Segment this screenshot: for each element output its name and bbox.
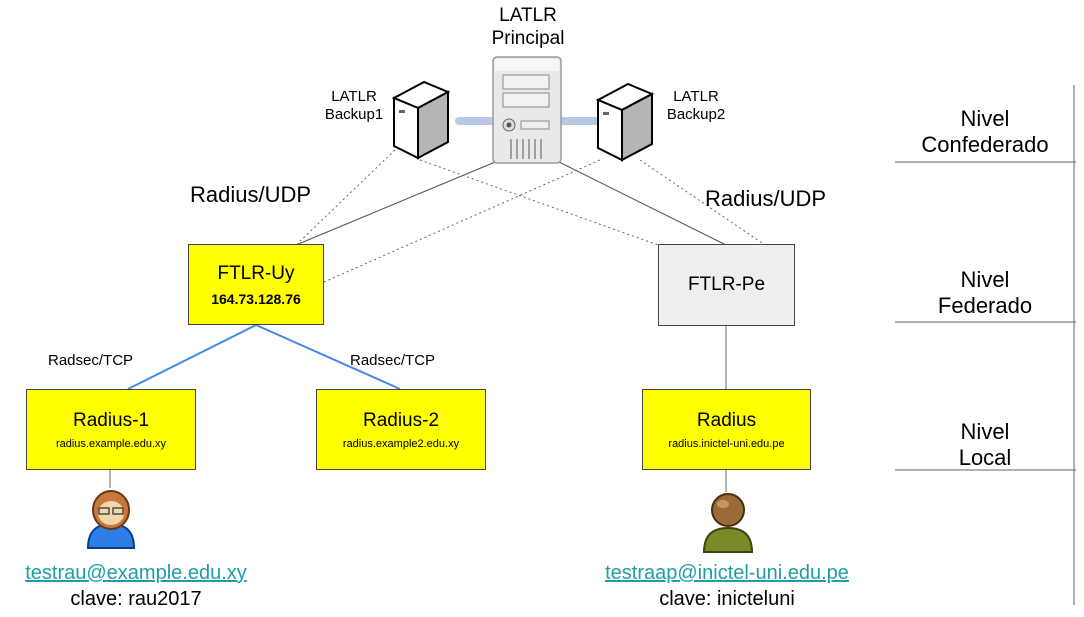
user-right-email-link[interactable]: testraap@inictel-uni.edu.pe — [605, 562, 849, 584]
level-confederado-label: Nivel Confederado — [905, 106, 1065, 159]
link-uy-radius1 — [127, 324, 257, 390]
level-confederado-line2: Confederado — [921, 132, 1049, 158]
principal-server-icon — [455, 56, 605, 164]
link-principal-pe — [554, 159, 727, 246]
backup1-label: LATLR Backup1 — [316, 88, 392, 124]
radius-2-host: radius.example2.edu.xy — [342, 437, 460, 450]
radius-1-name: Radius-1 — [72, 409, 150, 431]
backup2-label-line2: Backup2 — [666, 106, 726, 123]
radius-udp-right-label: Radius/UDP — [705, 186, 827, 211]
backup2-label: LATLR Backup2 — [658, 88, 734, 124]
radsec-tcp-left-label: Radsec/TCP — [48, 352, 134, 369]
link-principal-uy — [295, 159, 501, 246]
level-confederado-line1: Nivel — [960, 106, 1010, 131]
link-uy-radius2 — [255, 324, 401, 390]
ftlr-uy-node: FTLR-Uy 164.73.128.76 — [188, 244, 324, 325]
radius-2-name: Radius-2 — [362, 409, 440, 431]
radius-pe-host: radius.inictel-uni.edu.pe — [668, 437, 785, 450]
level-local-label: Nivel Local — [905, 419, 1065, 472]
radius-1-node: Radius-1 radius.example.edu.xy — [26, 389, 196, 470]
backup1-label-line1: LATLR — [331, 88, 377, 105]
ftlr-uy-ip: 164.73.128.76 — [211, 290, 301, 307]
ftlr-pe-name: FTLR-Pe — [687, 274, 766, 295]
radius-pe-name: Radius — [696, 409, 757, 431]
user-left-email-link[interactable]: testrau@example.edu.xy — [25, 562, 247, 584]
radius-1-host: radius.example.edu.xy — [55, 437, 167, 450]
backup1-label-line2: Backup1 — [324, 106, 384, 123]
level-federado-line1: Nivel — [960, 267, 1010, 292]
radius-udp-left-label: Radius/UDP — [190, 182, 312, 207]
user-right-icon — [702, 493, 754, 553]
principal-label: LATLR Principal — [470, 5, 586, 51]
link-backup2-pe — [639, 159, 766, 246]
principal-label-line2: Principal — [491, 27, 565, 49]
backup2-label-line1: LATLR — [673, 88, 719, 105]
principal-label-line1: LATLR — [499, 5, 557, 26]
ftlr-pe-node: FTLR-Pe — [658, 244, 795, 326]
radsec-tcp-right-label: Radsec/TCP — [350, 352, 436, 369]
link-backup2-uy — [323, 159, 601, 283]
ftlr-uy-name: FTLR-Uy — [217, 262, 295, 284]
radius-pe-node: Radius radius.inictel-uni.edu.pe — [642, 389, 811, 470]
backup1-server-icon — [391, 80, 451, 160]
user-right-password: clave: inicteluni — [659, 588, 795, 610]
user-left-icon — [86, 490, 136, 549]
backup2-server-icon — [595, 82, 655, 162]
level-local-line2: Local — [958, 445, 1012, 471]
user-left-password: clave: rau2017 — [70, 588, 202, 610]
radius-2-node: Radius-2 radius.example2.edu.xy — [316, 389, 486, 470]
level-federado-label: Nivel Federado — [905, 267, 1065, 320]
link-backup1-pe — [419, 159, 659, 246]
level-local-line1: Nivel — [960, 419, 1010, 444]
level-federado-line2: Federado — [937, 293, 1033, 319]
